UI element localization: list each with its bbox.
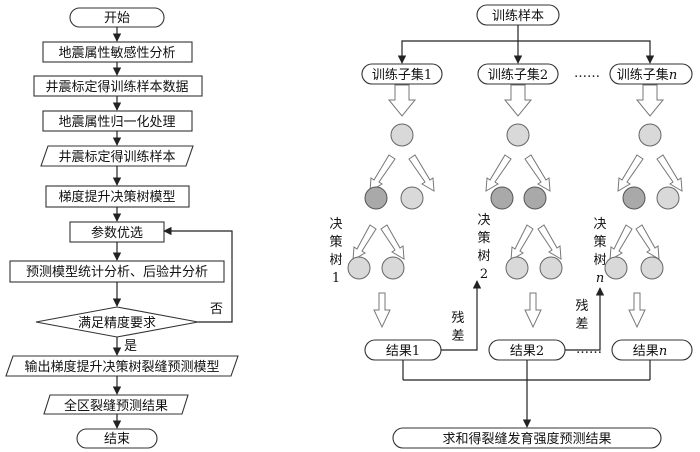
residual-char: 差 [451, 329, 464, 344]
residual-char: 残 [451, 311, 464, 326]
tree-root-node [638, 123, 662, 147]
training-sample-root-label: 训练样本 [492, 9, 544, 24]
step-output-model [5, 355, 239, 377]
step-full-area-results-label: 全区裂缝预测结果 [64, 398, 168, 414]
tree-leaf-node [604, 256, 628, 280]
hollow-arrow-right [380, 224, 405, 260]
hollow-arrow-right [537, 224, 562, 260]
hollow-arrow-down [628, 292, 646, 329]
step-training-samples-label: 井震标定得训练样本 [58, 149, 175, 165]
training-subset-1 [361, 63, 443, 85]
step-sample-data-label: 井震标定得训练样本数据 [45, 79, 188, 95]
residual-label-2: 残 差 [575, 299, 588, 332]
tree-label-char: 策 [477, 230, 490, 246]
hollow-arrow-left [352, 224, 377, 261]
residual-char: 差 [575, 317, 588, 332]
hollow-arrow-left [485, 154, 512, 192]
step-training-samples [40, 145, 194, 167]
tree-label-char: 决 [329, 217, 342, 232]
training-subset-1-label: 训练子集1 [372, 67, 432, 83]
no-loop-arrow [163, 226, 233, 323]
training-subset-n [609, 63, 693, 85]
hollow-arrow-down [524, 292, 542, 329]
tree-label-n: 决 策 树 n [593, 217, 606, 286]
tree-leaf-node [656, 186, 680, 210]
tree-leaf-node [505, 256, 529, 280]
result-1-label: 结果1 [386, 344, 420, 359]
tree-label-char: 树 [593, 253, 606, 268]
tree-label-number: n [596, 271, 604, 286]
decision-accuracy-label: 满足精度要求 [78, 315, 156, 331]
tree-label-number: 1 [332, 271, 340, 286]
residual-arrow-2 [565, 287, 605, 351]
hollow-arrow-right [524, 154, 551, 192]
tree-label-number: 2 [480, 267, 488, 282]
hollow-arrow-right [635, 224, 660, 260]
step-output-model-label: 输出梯度提升决策树裂缝预测模型 [24, 359, 219, 375]
tree-label-1: 决 策 树 1 [329, 217, 342, 286]
result-n-label: 结果n [633, 344, 667, 359]
tree-label-char: 策 [593, 234, 606, 250]
tree-leaf-node [381, 256, 405, 280]
tree-leaf-node [400, 186, 424, 210]
gbdt-diagram: 训练样本 训练子集1 训练子集2 …… 训练子集n 决 策 [329, 4, 693, 449]
tree-internal-node [364, 186, 388, 210]
hollow-arrow-right [408, 154, 435, 192]
tree-label-char: 策 [329, 234, 342, 250]
step-sample-data [33, 75, 203, 97]
tree-internal-node [622, 186, 646, 210]
no-label: 否 [210, 302, 223, 317]
tree-internal-node [523, 186, 547, 210]
yes-label: 是 [124, 339, 137, 354]
tree-label-char: 树 [329, 253, 342, 268]
final-result-label: 求和得裂缝发育强度预测结果 [442, 431, 611, 447]
start-label: 开始 [104, 11, 130, 26]
step-statistical-analysis-label: 预测模型统计分析、后验井分析 [26, 264, 208, 280]
final-result [392, 427, 662, 449]
hollow-arrow-left [617, 154, 644, 192]
tree-root-node [506, 123, 530, 147]
training-subset-2-label: 训练子集2 [488, 67, 548, 83]
decision-tree-1 [347, 84, 435, 329]
step-sensitivity-analysis-label: 地震属性敏感性分析 [58, 45, 175, 61]
tree-root-node [390, 123, 414, 147]
decision-tree-2 [485, 84, 563, 329]
hollow-arrow-right [656, 154, 683, 192]
subset-ellipsis: …… [574, 66, 600, 81]
result-n [611, 339, 693, 361]
tree-leaf-node [539, 256, 563, 280]
step-normalization-label: 地震属性归一化处理 [58, 115, 175, 130]
tree-internal-node [490, 186, 514, 210]
tree-label-char: 树 [477, 249, 490, 264]
hollow-arrow-down [387, 84, 417, 117]
step-gbdt-model-label: 梯度提升决策树模型 [58, 189, 175, 205]
hollow-arrow-left [609, 224, 633, 261]
tree-leaf-node [347, 256, 371, 280]
hollow-arrow-down [635, 84, 665, 117]
tree-leaf-node [640, 256, 664, 280]
training-subset-2 [477, 63, 559, 85]
end-node [76, 428, 158, 449]
tree-label-char: 决 [477, 213, 490, 228]
step-full-area-results [43, 394, 189, 415]
hollow-arrow-left [369, 154, 396, 192]
hollow-arrow-left [510, 224, 534, 261]
residual-arrow-1 [441, 280, 482, 351]
tree-label-2: 决 策 树 2 [477, 213, 490, 282]
residual-char: 残 [575, 299, 588, 314]
end-label: 结束 [104, 432, 130, 447]
training-subset-n-label: 训练子集n [617, 67, 677, 83]
flowchart: 开始 地震属性敏感性分析 井震标定得训练样本数据 地震属性归一化处理 井震标定得… [5, 7, 239, 449]
decision-tree-n [604, 84, 683, 329]
step-parameter-optimization-label: 参数优选 [91, 225, 143, 241]
tree-label-char: 决 [593, 217, 606, 232]
result-2-label: 结果2 [510, 344, 544, 359]
residual-label-1: 残 差 [451, 311, 464, 344]
hollow-arrow-down [373, 292, 391, 329]
hollow-arrow-down [503, 84, 533, 117]
